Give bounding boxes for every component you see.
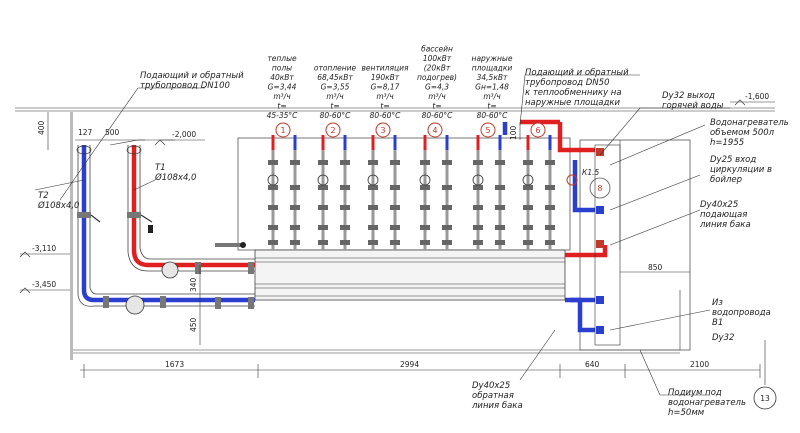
label-heater: Водонагреватель объемом 500л h=1955 bbox=[710, 118, 792, 148]
dim-400: 400 bbox=[37, 120, 46, 135]
circuit-riser-4: 4 bbox=[419, 122, 452, 250]
dim-500: 500 bbox=[105, 128, 120, 137]
circuit-riser-6: 6 bbox=[522, 122, 555, 250]
pipe-outlines bbox=[76, 145, 255, 307]
circuit-riser-2: 2 bbox=[317, 122, 350, 250]
label-k15: К1.5 bbox=[582, 168, 599, 177]
water-heater: 8 bbox=[566, 144, 621, 346]
circuit-number: 6 bbox=[535, 126, 540, 135]
label-supply-dn50: Подающий и обратный трубопровод DN50 к т… bbox=[525, 68, 631, 108]
circuit-number-circle bbox=[325, 122, 341, 138]
labels: Подающий и обратный трубопровод DN100 По… bbox=[37, 68, 792, 418]
label-supply-dn100: Подающий и обратный трубопровод DN100 bbox=[140, 71, 246, 91]
main-valves bbox=[77, 212, 254, 315]
dim-450: 450 bbox=[189, 317, 198, 332]
level-1600: -1,600 bbox=[745, 92, 769, 101]
dim-850: 850 bbox=[648, 263, 663, 272]
label-dy40-supply: Dy40x25 подающая линия бака bbox=[699, 200, 751, 230]
label-t2: Т2 Ø108х4,0 bbox=[37, 191, 79, 211]
circuit-riser-1: 1 bbox=[267, 122, 300, 250]
dim-2100: 2100 bbox=[690, 360, 709, 369]
level-2000: -2,000 bbox=[172, 130, 196, 139]
label-dy32-out: Dy32 выход горячей воды bbox=[662, 91, 724, 111]
circuit-number: 1 bbox=[280, 126, 285, 135]
circuit-number-circle bbox=[375, 122, 391, 138]
pump-number: 8 bbox=[597, 184, 602, 193]
circuit-number-circle bbox=[427, 122, 443, 138]
sheet-marker: 13 bbox=[753, 340, 777, 410]
circuit-number: 3 bbox=[380, 126, 385, 135]
dim-100: 100 bbox=[509, 125, 518, 140]
dim-640: 640 bbox=[585, 360, 600, 369]
circuit-number-circle bbox=[480, 122, 496, 138]
sheet-number: 13 bbox=[760, 394, 770, 403]
circuit-number: 2 bbox=[330, 126, 335, 135]
right-supply-pipes bbox=[502, 119, 608, 333]
level-3110: -3,110 bbox=[32, 244, 56, 253]
red-main-pipe bbox=[131, 145, 255, 268]
dimension-lines: 400 127 500 340 450 100 850 1673 2994 64… bbox=[37, 112, 761, 378]
level-3450: -3,450 bbox=[32, 280, 56, 289]
circuit-number: 4 bbox=[432, 126, 437, 135]
circuit-number-circle bbox=[275, 122, 291, 138]
dim-2994: 2994 bbox=[400, 360, 419, 369]
label-from-water: Из водопровода В1 Dy32 bbox=[712, 298, 773, 343]
leader-lines bbox=[34, 74, 730, 396]
blue-main-pipe bbox=[81, 145, 255, 303]
label-t1: Т1 Ø108х4,0 bbox=[154, 163, 196, 183]
circuit-riser-3: 3 bbox=[367, 122, 400, 250]
label-dy25: Dy25 вход циркуляции в бойлер bbox=[710, 155, 775, 185]
level-marks: -2,000 -3,110 -3,450 -1,600 bbox=[19, 92, 775, 294]
label-dy40-return: Dy40x25 обратная линия бака bbox=[471, 381, 523, 411]
label-podium: Подиум под водонагреватель h=50мм bbox=[668, 388, 749, 418]
dim-340: 340 bbox=[189, 277, 198, 292]
dim-127: 127 bbox=[78, 128, 93, 137]
circuit-number: 5 bbox=[485, 126, 490, 135]
circuit-number-circle bbox=[530, 122, 546, 138]
dim-1673: 1673 bbox=[165, 360, 184, 369]
circuit-risers: 1 2 3 4 5 6 bbox=[267, 122, 555, 250]
manifold-frame bbox=[237, 137, 571, 301]
circuit-riser-5: 5 bbox=[472, 122, 505, 250]
